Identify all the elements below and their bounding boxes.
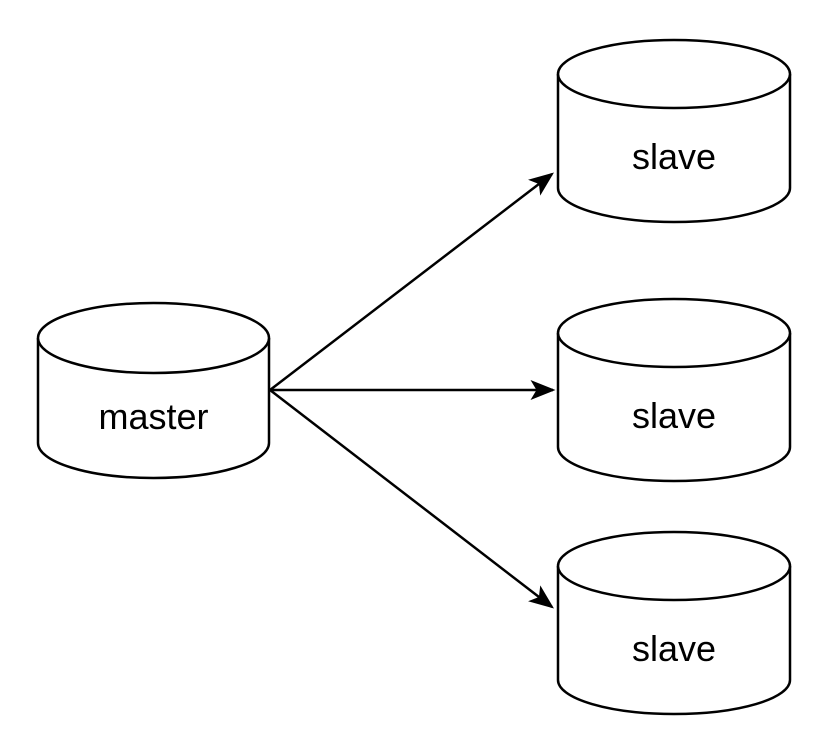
edge-master-slave-3 <box>269 389 554 609</box>
node-label-slave-1: slave <box>632 136 716 177</box>
node-label-slave-3: slave <box>632 628 716 669</box>
slave-1-cylinder-top <box>556 38 792 110</box>
slave-2-cylinder-top <box>556 297 792 369</box>
node-label-master: master <box>98 396 208 437</box>
node-label-slave-2: slave <box>632 395 716 436</box>
node-slave-2: slave <box>556 297 792 483</box>
master-cylinder-top <box>36 301 271 375</box>
node-slave-3: slave <box>556 530 792 716</box>
node-slave-1: slave <box>556 38 792 224</box>
slave-3-cylinder-top <box>556 530 792 602</box>
edge-master-slave-1 <box>269 172 554 391</box>
node-master: master <box>36 301 271 480</box>
